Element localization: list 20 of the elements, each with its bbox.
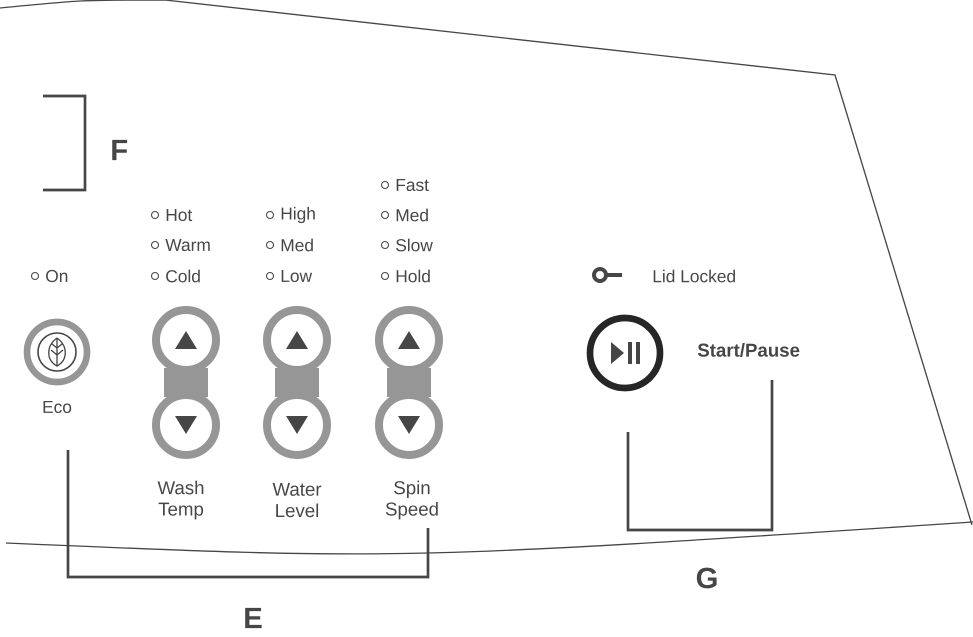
button-label: Water Level <box>272 482 322 518</box>
callout-letter: E <box>245 608 262 628</box>
panel-label: Fast <box>396 178 429 192</box>
panel-label: Cold <box>166 270 200 282</box>
callout-letter: G <box>696 568 717 588</box>
button-label: Start/Pause <box>698 343 800 357</box>
panel-label: Slow <box>396 238 433 252</box>
panel-label: Hot <box>166 208 192 222</box>
panel-label: Warm <box>165 238 210 252</box>
panel-label: Med <box>396 208 428 222</box>
panel-label: High <box>282 206 315 224</box>
panel-label: Med <box>282 238 313 252</box>
panel-label: On <box>46 270 68 282</box>
panel-label: Hold <box>396 270 430 282</box>
panel-label: Eco <box>44 400 72 414</box>
callout-letter: F <box>112 140 128 160</box>
button-label: Spin Speed <box>386 480 438 520</box>
button-label: Wash Temp <box>158 480 204 520</box>
panel-label: Low <box>282 270 312 282</box>
panel-label: Lid Locked <box>654 270 735 282</box>
